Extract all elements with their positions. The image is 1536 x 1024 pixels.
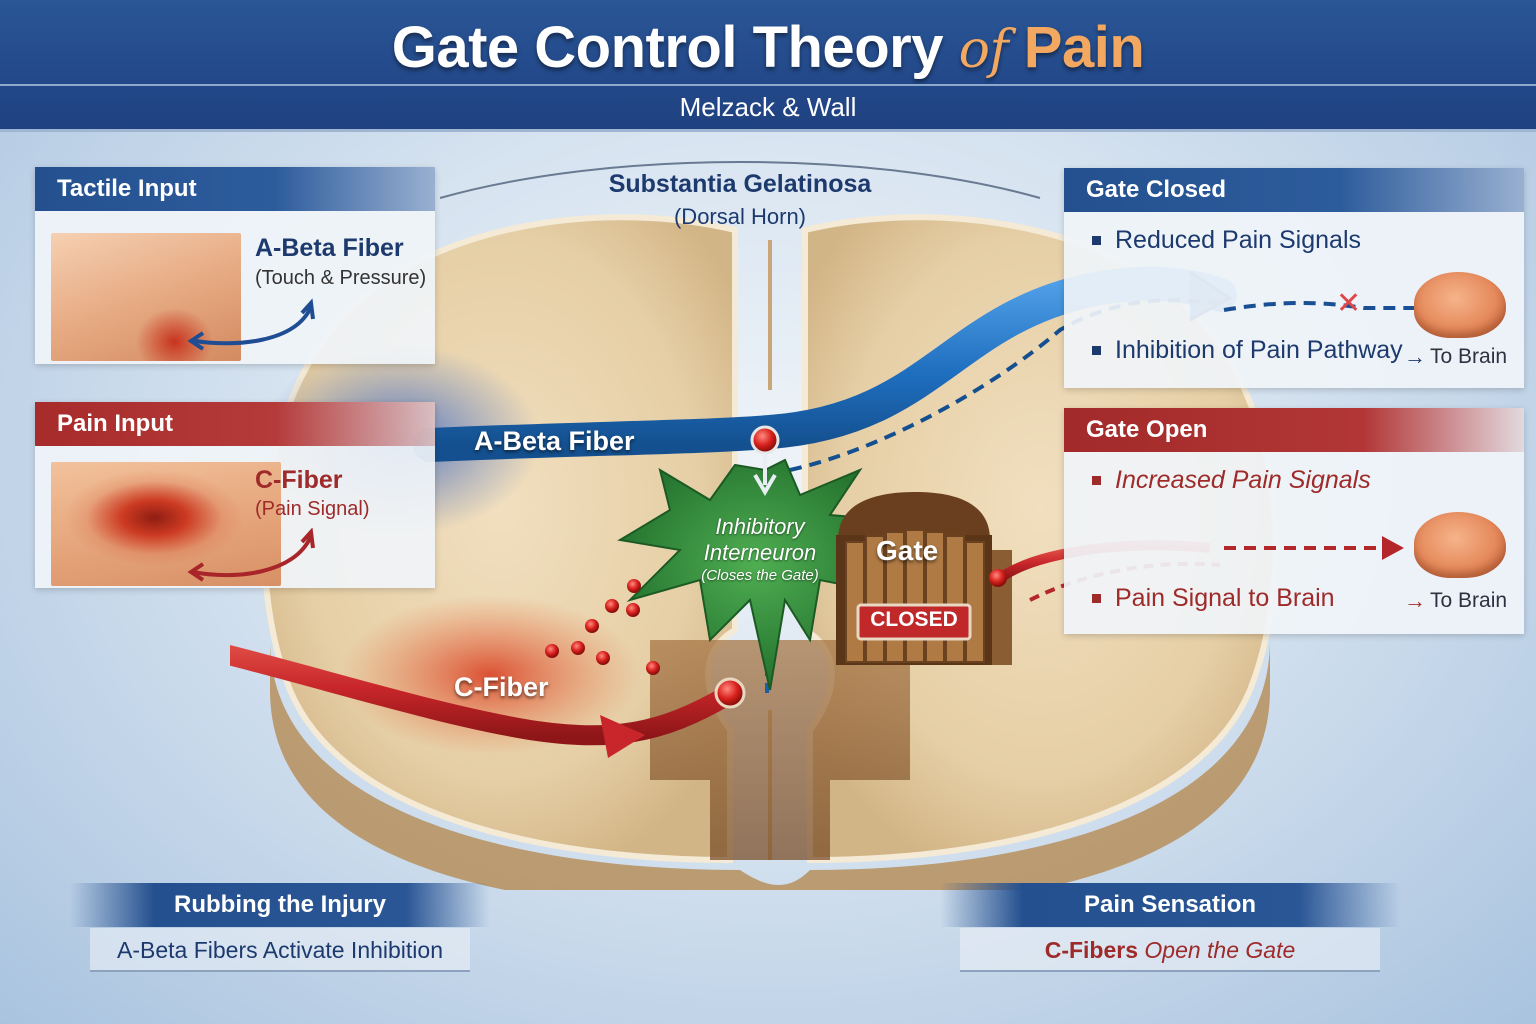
pain-curve-arrow-icon [187,528,315,582]
gate-closed-bullet: Reduced Pain Signals [1092,226,1361,255]
pain-input-panel: Pain Input C-Fiber (Pain Signal) [35,402,435,588]
header-divider [0,84,1536,86]
interneuron-line1: Inhibitory [715,514,805,539]
cfiber-label: C-Fiber [454,672,549,702]
pain-sensation-caption: C-Fibers Open the Gate [960,928,1380,972]
pain-dot [596,651,610,665]
pain-dot [627,579,641,593]
synapse-down-arrow [753,453,777,496]
interneuron-label: Inhibitory Interneuron (Closes the Gate) [680,514,840,586]
gate-exit-synapse [989,569,1007,587]
page-subtitle: Melzack & Wall [679,92,857,122]
gate-plank [965,541,985,663]
gate-arch [838,492,990,540]
pain-signal-dots [545,579,660,675]
gate-closed-bullet: Inhibition of Pain Pathway [1092,336,1403,365]
title-pain: Pain [1023,15,1145,80]
to-brain-label: To Brain [1430,589,1508,612]
pain-sensation-heading: Pain Sensation [940,883,1400,927]
pain-dot [571,641,585,655]
region-arc [439,161,1041,199]
gate-open-bullet-text: Pain Signal to Brain [1115,584,1335,612]
bullet-square-icon [1092,236,1101,245]
pain-signal-path [1224,536,1404,560]
spinal-cord-illustration [230,214,1279,890]
rubbing-injury-caption: A-Beta Fibers Activate Inhibition [90,928,470,972]
title-main: Gate Control Theory [391,15,944,80]
gate-closed-bullet-text: Inhibition of Pain Pathway [1115,336,1403,364]
closed-sign [856,603,972,641]
tactile-input-heading: Tactile Input [35,167,435,211]
interneuron-sub: (Closes the Gate) [701,567,819,584]
pain-input-heading: Pain Input [35,402,435,446]
brain-icon [1414,272,1506,338]
to-brain-label: To Brain [1430,345,1508,368]
abeta-fiber-label: A-Beta Fiber [474,426,635,456]
inhibitory-interneuron [617,458,893,691]
gate-open-heading: Gate Open [1064,408,1524,452]
gate-plank [945,535,965,663]
region-title: Substantia Gelatinosa [608,170,872,198]
header-banner: Gate Control Theory of Pain Melzack & Wa… [0,0,1536,132]
pain-fiber-description: (Pain Signal) [255,498,370,520]
rubbing-injury-heading: Rubbing the Injury [70,883,490,927]
gate-status-badge: CLOSED [870,608,958,631]
gate-open-bullet-text: Increased Pain Signals [1115,466,1371,494]
tactile-curve-arrow-icon [187,298,315,351]
cfiber-arrowhead [600,715,645,758]
pain-dot [605,599,619,613]
arrow-right-icon: → [1404,588,1426,613]
region-subtitle: (Dorsal Horn) [673,204,807,229]
gate-closed-bullet-text: Reduced Pain Signals [1115,226,1361,254]
caption-bold: C-Fibers [1044,937,1138,963]
tactile-fiber-name: A-Beta Fiber [255,234,404,262]
pain-dot [545,644,559,658]
rubbing-arm-image [51,233,241,361]
gate-closed-panel: Gate Closed Reduced Pain Signals ✕ Inhib… [1064,168,1524,388]
blocked-signal-path [1223,301,1414,312]
x-mark-icon: ✕ [1336,287,1362,320]
gate-label: Gate [876,535,939,566]
pain-dot [626,603,640,617]
pain-fiber-name: C-Fiber [255,466,343,494]
caption-rest: Open the Gate [1138,937,1296,963]
tactile-input-panel: Tactile Input A-Beta Fiber (Touch & Pres… [35,167,435,364]
arrow-right-icon: → [1404,344,1426,369]
gate-open-bullet: Pain Signal to Brain [1092,584,1335,613]
gate-open-panel: Gate Open Increased Pain Signals Pain Si… [1064,408,1524,634]
interneuron-line2: Interneuron [703,540,817,565]
gate-open-bullet: Increased Pain Signals [1092,466,1371,495]
gate-illustration [836,492,1012,665]
cfiber-path [230,645,738,746]
gate-closed-heading: Gate Closed [1064,168,1524,212]
gate-open-to-brain: → To Brain [1404,588,1507,614]
injured-arm-image [51,462,281,586]
brain-icon [1414,512,1506,578]
cfiber-synapse [714,677,746,709]
pain-dot [585,619,599,633]
abeta-synapse [750,425,780,455]
gate-plank [845,541,865,663]
title-of: of [958,20,1009,80]
bullet-square-icon [1092,476,1101,485]
bullet-square-icon [1092,594,1101,603]
bullet-square-icon [1092,346,1101,355]
tactile-fiber-description: (Touch & Pressure) [255,267,427,289]
pain-dot [646,661,660,675]
page-title: Gate Control Theory of Pain [0,14,1536,81]
gate-closed-to-brain: → To Brain [1404,344,1507,370]
